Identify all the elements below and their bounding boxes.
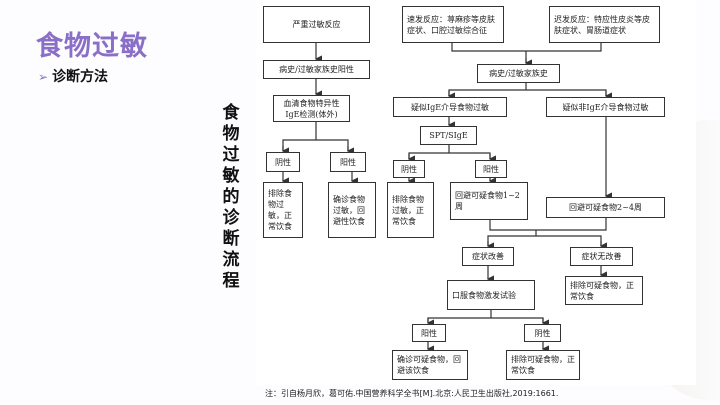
box-exclude-suspect-right: 排除可疑食物，正常饮食 xyxy=(565,276,643,305)
box-avoid-2-4-weeks: 回避可疑食物2~4周 xyxy=(546,197,665,218)
box-history: 病史/过敏家族史 xyxy=(477,64,560,83)
diagnosis-flowchart: 严重过敏反应 速发反应：荨麻疹等皮肤症状、口腔过敏综合征 迟发反应：特应性皮炎等… xyxy=(256,0,696,385)
box-positive-2: 阳性 xyxy=(475,160,507,178)
box-oral-food-challenge: 口服食物激发试验 xyxy=(447,280,535,310)
box-negative-2: 阴性 xyxy=(393,160,425,178)
section-subtitle: ➢诊断方法 xyxy=(38,66,108,86)
box-negative-3: 阴性 xyxy=(524,324,561,342)
box-history-positive: 病史/过敏家族史阳性 xyxy=(263,60,370,79)
page-title: 食物过敏 xyxy=(36,31,148,62)
box-symptoms-improved: 症状改善 xyxy=(462,247,514,266)
box-exclude-allergy-2: 排除食物过敏，正常饮食 xyxy=(387,182,434,238)
box-delayed-reaction: 迟发反应：特应性皮炎等皮肤症状、胃肠道症状 xyxy=(549,6,660,43)
box-avoid-1-2-weeks: 回避可疑食物1~2周 xyxy=(450,182,528,220)
box-symptoms-not-improved: 症状无改善 xyxy=(570,247,633,266)
box-positive-3: 阳性 xyxy=(412,324,446,342)
box-suspected-ige: 疑似IgE介导食物过敏 xyxy=(393,97,507,117)
vertical-flow-label: 食物过敏的诊断流程 xyxy=(222,103,240,291)
box-confirm-allergy-1: 确诊食物过敏，回避性饮食 xyxy=(328,182,376,238)
box-exclude-allergy-1: 排除食物过敏，正常饮食 xyxy=(263,182,303,238)
box-serum-ige-test: 血清食物特异性IgE检测(体外) xyxy=(273,95,350,122)
subtitle-text: 诊断方法 xyxy=(52,69,109,85)
bullet-arrow-icon: ➢ xyxy=(38,70,49,84)
box-negative-1: 阴性 xyxy=(266,152,300,172)
box-suspected-non-ige: 疑似非IgE介导食物过敏 xyxy=(546,97,665,117)
footnote-citation: 注：引自杨月欣，葛可佑.中国营养科学全书[M].北京:人民卫生出版社,2019:… xyxy=(265,389,559,398)
flow-connectors xyxy=(281,43,612,353)
box-immediate-reaction: 速发反应：荨麻疹等皮肤症状、口腔过敏综合征 xyxy=(402,6,504,43)
box-spt-sige: SPT/SIgE xyxy=(420,126,477,145)
box-positive-1: 阳性 xyxy=(330,152,366,172)
box-confirm-suspect: 确诊可疑食物，回避该饮食 xyxy=(392,350,468,380)
box-exclude-suspect: 排除可疑食物，正常饮食 xyxy=(506,350,580,380)
box-severe-reaction: 严重过敏反应 xyxy=(263,6,370,43)
